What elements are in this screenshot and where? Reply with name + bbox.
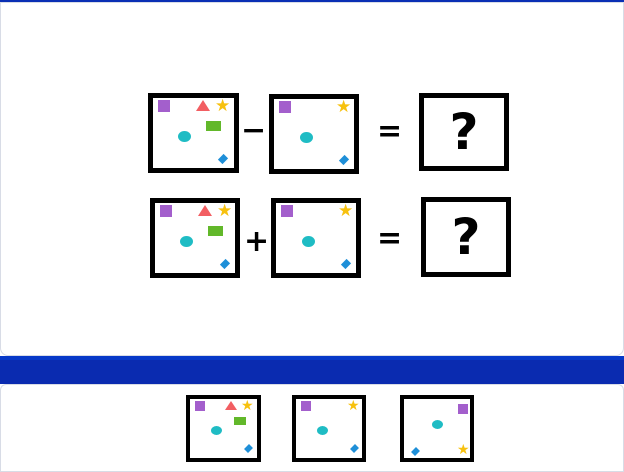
yellow-star-icon: ★ xyxy=(457,442,470,458)
divider-band xyxy=(0,356,624,384)
blue-diamond-icon xyxy=(217,153,229,165)
blue-diamond-icon xyxy=(340,258,352,270)
row1-left-box: ★ xyxy=(148,93,239,173)
green-rectangle-icon xyxy=(208,226,223,236)
green-rectangle-icon xyxy=(234,417,246,425)
teal-circle-icon xyxy=(317,426,328,435)
plus-operator: + xyxy=(244,224,270,259)
minus-operator: − xyxy=(241,113,267,148)
purple-square-icon xyxy=(195,401,205,411)
red-triangle-icon xyxy=(198,205,212,216)
yellow-star-icon: ★ xyxy=(347,398,360,414)
blue-diamond-icon xyxy=(244,444,253,453)
yellow-star-icon: ★ xyxy=(215,96,231,116)
teal-circle-icon xyxy=(180,236,193,247)
green-rectangle-icon xyxy=(206,121,221,131)
red-triangle-icon xyxy=(225,401,237,410)
answer-option-2[interactable]: ★ xyxy=(292,395,366,462)
teal-circle-icon xyxy=(302,236,315,247)
blue-diamond-icon xyxy=(411,447,420,456)
purple-square-icon xyxy=(279,101,291,113)
answer-option-1[interactable]: ★ xyxy=(186,395,261,462)
purple-square-icon xyxy=(458,404,468,414)
question-mark: ? xyxy=(451,208,481,266)
red-triangle-icon xyxy=(196,100,210,111)
teal-circle-icon xyxy=(432,420,443,429)
row2-answer-box: ? xyxy=(421,197,511,277)
yellow-star-icon: ★ xyxy=(338,201,354,221)
answer-option-3[interactable]: ★ xyxy=(400,395,474,462)
equals-operator: = xyxy=(377,114,403,149)
question-mark: ? xyxy=(449,103,479,161)
yellow-star-icon: ★ xyxy=(217,201,233,221)
teal-circle-icon xyxy=(178,131,191,142)
row1-answer-box: ? xyxy=(419,93,509,171)
divider-band-edge xyxy=(0,356,624,360)
blue-diamond-icon xyxy=(350,444,359,453)
puzzle-panel xyxy=(0,2,624,356)
row1-right-box: ★ xyxy=(269,94,359,174)
blue-diamond-icon xyxy=(219,258,231,270)
blue-diamond-icon xyxy=(338,154,350,166)
yellow-star-icon: ★ xyxy=(241,398,254,414)
teal-circle-icon xyxy=(211,426,222,435)
yellow-star-icon: ★ xyxy=(336,97,352,117)
top-border xyxy=(0,0,624,2)
row2-left-box: ★ xyxy=(150,198,240,278)
purple-square-icon xyxy=(158,100,170,112)
purple-square-icon xyxy=(301,401,311,411)
purple-square-icon xyxy=(160,205,172,217)
equals-operator: = xyxy=(377,221,403,256)
purple-square-icon xyxy=(281,205,293,217)
row2-right-box: ★ xyxy=(271,198,361,278)
teal-circle-icon xyxy=(300,132,313,143)
